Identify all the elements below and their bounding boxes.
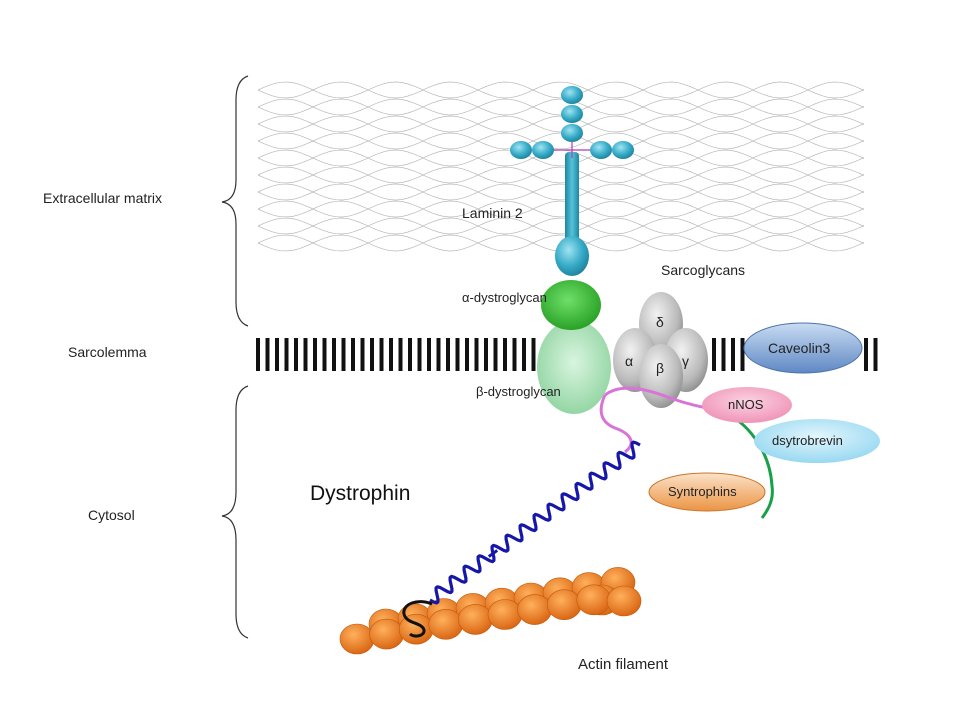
alpha-dystroglycan-label: α-dystroglycan bbox=[462, 290, 547, 305]
extracellular-matrix-label: Extracellular matrix bbox=[43, 190, 163, 206]
cytosol-label: Cytosol bbox=[88, 507, 135, 523]
cytosol-brace bbox=[221, 385, 249, 639]
sarcoglycan-delta-label: δ bbox=[656, 314, 664, 330]
sarcoglycans-label: Sarcoglycans bbox=[661, 262, 746, 278]
actin-filament-label: Actin filament bbox=[578, 656, 669, 673]
dystrobrevin-label: dsytrobrevin bbox=[772, 433, 843, 448]
sarcoglycan-alpha-label: α bbox=[625, 353, 634, 369]
syntrophins-shape bbox=[648, 472, 766, 512]
sarcoglycan-complex bbox=[613, 292, 708, 408]
dystrophin-actin-binding-head bbox=[402, 600, 433, 638]
nnos-label: nNOS bbox=[728, 397, 764, 412]
caveolin3-shape bbox=[743, 322, 863, 374]
beta-dystroglycan-shape bbox=[537, 320, 611, 414]
syntrophins-label: Syntrophins bbox=[668, 484, 737, 499]
sarcoglycan-beta-label: β bbox=[656, 360, 665, 376]
extracellular-brace bbox=[221, 75, 249, 327]
laminin-2-label: Laminin 2 bbox=[462, 205, 523, 221]
dystrophin-rod bbox=[429, 440, 641, 605]
sarcoglycan-gamma-label: γ bbox=[682, 353, 689, 369]
laminin-2 bbox=[510, 86, 634, 276]
alpha-dystroglycan-shape bbox=[541, 280, 601, 330]
actin-filament-beads bbox=[339, 567, 642, 655]
caveolin3-label: Caveolin3 bbox=[768, 340, 831, 356]
extracellular-matrix-mesh bbox=[257, 81, 865, 252]
sarcolemma-label: Sarcolemma bbox=[68, 344, 147, 360]
dystrophin-label: Dystrophin bbox=[310, 482, 411, 505]
nnos-shape bbox=[702, 387, 792, 423]
beta-dystroglycan-label: β-dystroglycan bbox=[476, 384, 561, 399]
sarcolemma-membrane bbox=[256, 338, 878, 371]
dystrobrevin-shape bbox=[754, 419, 880, 463]
